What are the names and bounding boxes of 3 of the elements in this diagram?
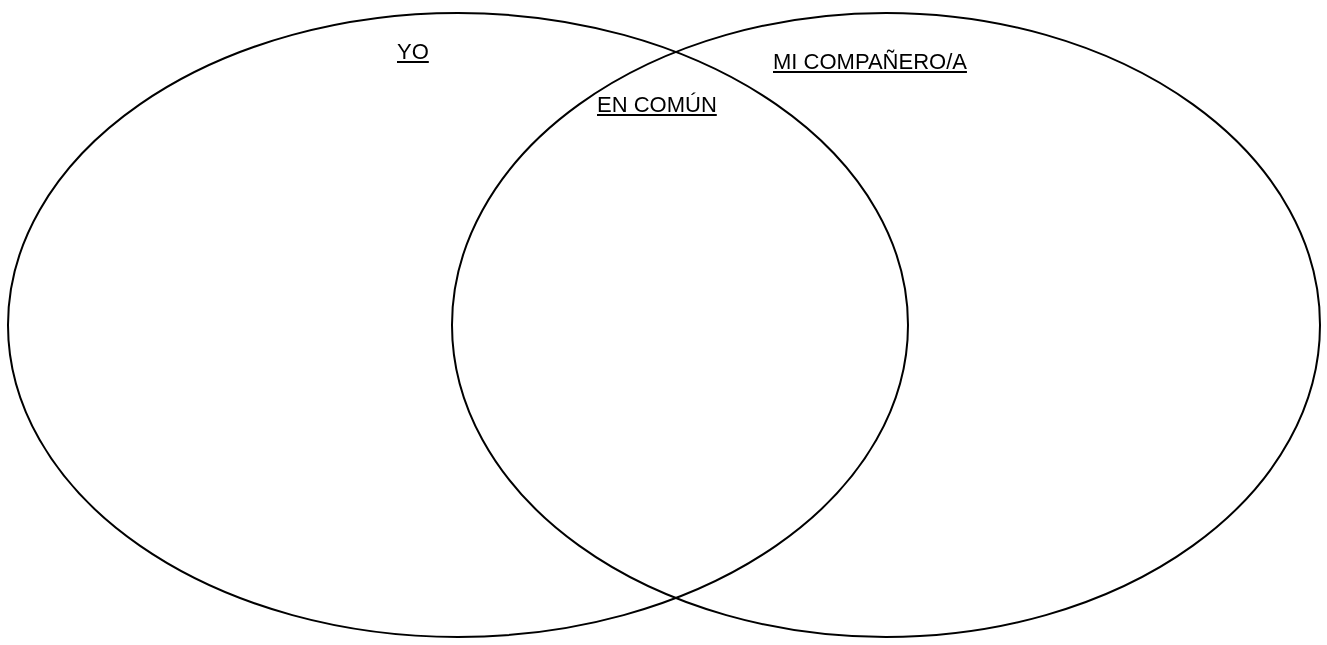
set-label: MI COMPAÑERO/A <box>773 50 967 74</box>
set-label: YO <box>397 40 429 64</box>
overlap-label: EN COMÚN <box>597 93 717 117</box>
